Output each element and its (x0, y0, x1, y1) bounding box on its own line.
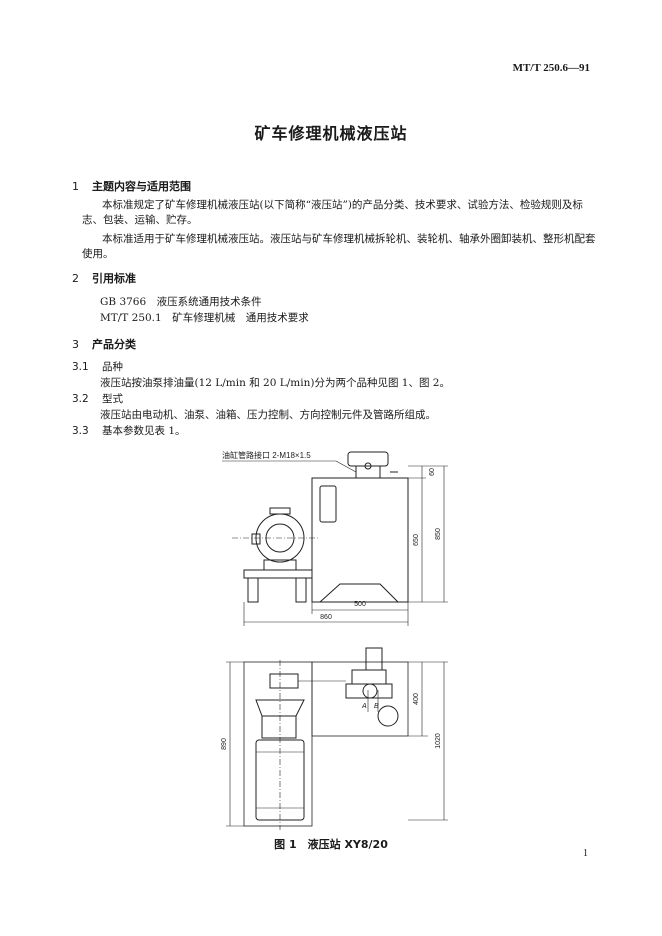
plan-pressure-gauge (269, 673, 299, 689)
dimension-860: 860 (320, 614, 332, 621)
subsection-3-1-heading: 3.1 品种 (72, 359, 123, 374)
subsection-text: 基本参数见表 1。 (102, 425, 186, 437)
plan-pump (261, 715, 297, 739)
plan-valve-body (345, 683, 393, 699)
dimension-890: 890 (221, 738, 228, 750)
section-3-number: 3 (72, 338, 79, 351)
subsection-3-3: 3.3 基本参数见表 1。 (72, 423, 186, 438)
section-2-number: 2 (72, 272, 79, 285)
page-number: 1 (583, 848, 588, 859)
section-3-title: 产品分类 (92, 338, 136, 351)
plan-motor-base (243, 661, 313, 827)
section-2-title: 引用标准 (92, 272, 136, 285)
motor-shaft-housing (251, 533, 261, 545)
reference-title: 矿车修理机械 通用技术要求 (172, 312, 309, 324)
port-a-label: A (361, 703, 367, 710)
section-2-heading: 2 引用标准 (72, 270, 136, 286)
reference-code: MT/T 250.1 (100, 312, 162, 324)
standard-code: MT/T 250.6—91 (512, 62, 590, 74)
reference-item: MT/T 250.1 矿车修理机械 通用技术要求 (100, 310, 309, 325)
port-b-label: B (374, 703, 379, 710)
subsection-title: 品种 (102, 361, 123, 373)
motor-terminal-box (269, 507, 291, 515)
section-3-heading: 3 产品分类 (72, 336, 136, 352)
subsection-3-1-text: 液压站按油泵排油量(12 L/min 和 20 L/min)分为两个品种见图 1… (100, 377, 450, 389)
plan-valve-knob (362, 683, 378, 699)
valve-port (364, 462, 372, 470)
subsection-number: 3.2 (72, 393, 89, 405)
dimension-1020: 1020 (435, 733, 442, 749)
subsection-3-2-text: 液压站由电动机、油泵、油箱、压力控制、方向控制元件及管路所组成。 (100, 409, 436, 421)
dimension-60: 60 (429, 468, 436, 476)
motor-foot (263, 559, 297, 571)
dimension-500: 500 (354, 601, 366, 608)
figure-caption: 图 1 液压站 XY8/20 (274, 838, 388, 851)
plan-filler-cap (377, 705, 399, 727)
plan-valve-stack (351, 669, 387, 685)
tank-base-cutout (319, 583, 399, 603)
subsection-number: 3.3 (72, 425, 89, 437)
section-1-heading: 1 主题内容与适用范围 (72, 178, 191, 194)
motor-frame-top (243, 569, 313, 579)
plan-tank-outline (311, 661, 409, 737)
page-title: 矿车修理机械液压站 (254, 124, 408, 143)
section-1-paragraph-1: 本标准规定了矿车修理机械液压站(以下简称“液压站”)的产品分类、技术要求、试验方… (82, 199, 583, 226)
motor-frame-leg (295, 577, 307, 603)
valve-handwheel (347, 451, 389, 467)
subsection-title: 型式 (102, 393, 123, 405)
section-1-number: 1 (72, 180, 79, 193)
reference-code: GB 3766 (100, 296, 147, 308)
dimension-650: 650 (413, 534, 420, 546)
pipe-port-callout: 油缸管路接口 2-M18×1.5 (222, 450, 311, 460)
subsection-number: 3.1 (72, 361, 89, 373)
oil-tank-outline (311, 477, 409, 603)
reference-item: GB 3766 液压系统通用技术条件 (100, 294, 262, 309)
motor-frame-leg (247, 577, 259, 603)
level-gauge (319, 485, 337, 523)
section-1-title: 主题内容与适用范围 (92, 180, 191, 193)
reference-title: 液压系统通用技术条件 (156, 296, 262, 308)
subsection-3-2-heading: 3.2 型式 (72, 391, 123, 406)
section-1-paragraph-2: 本标准适用于矿车修理机械液压站。液压站与矿车修理机械拆轮机、装轮机、轴承外圈卸装… (82, 233, 596, 260)
dimension-400: 400 (413, 693, 420, 705)
plan-relief-valve (365, 647, 383, 671)
valve-block (355, 465, 381, 479)
dimension-850: 850 (435, 528, 442, 540)
